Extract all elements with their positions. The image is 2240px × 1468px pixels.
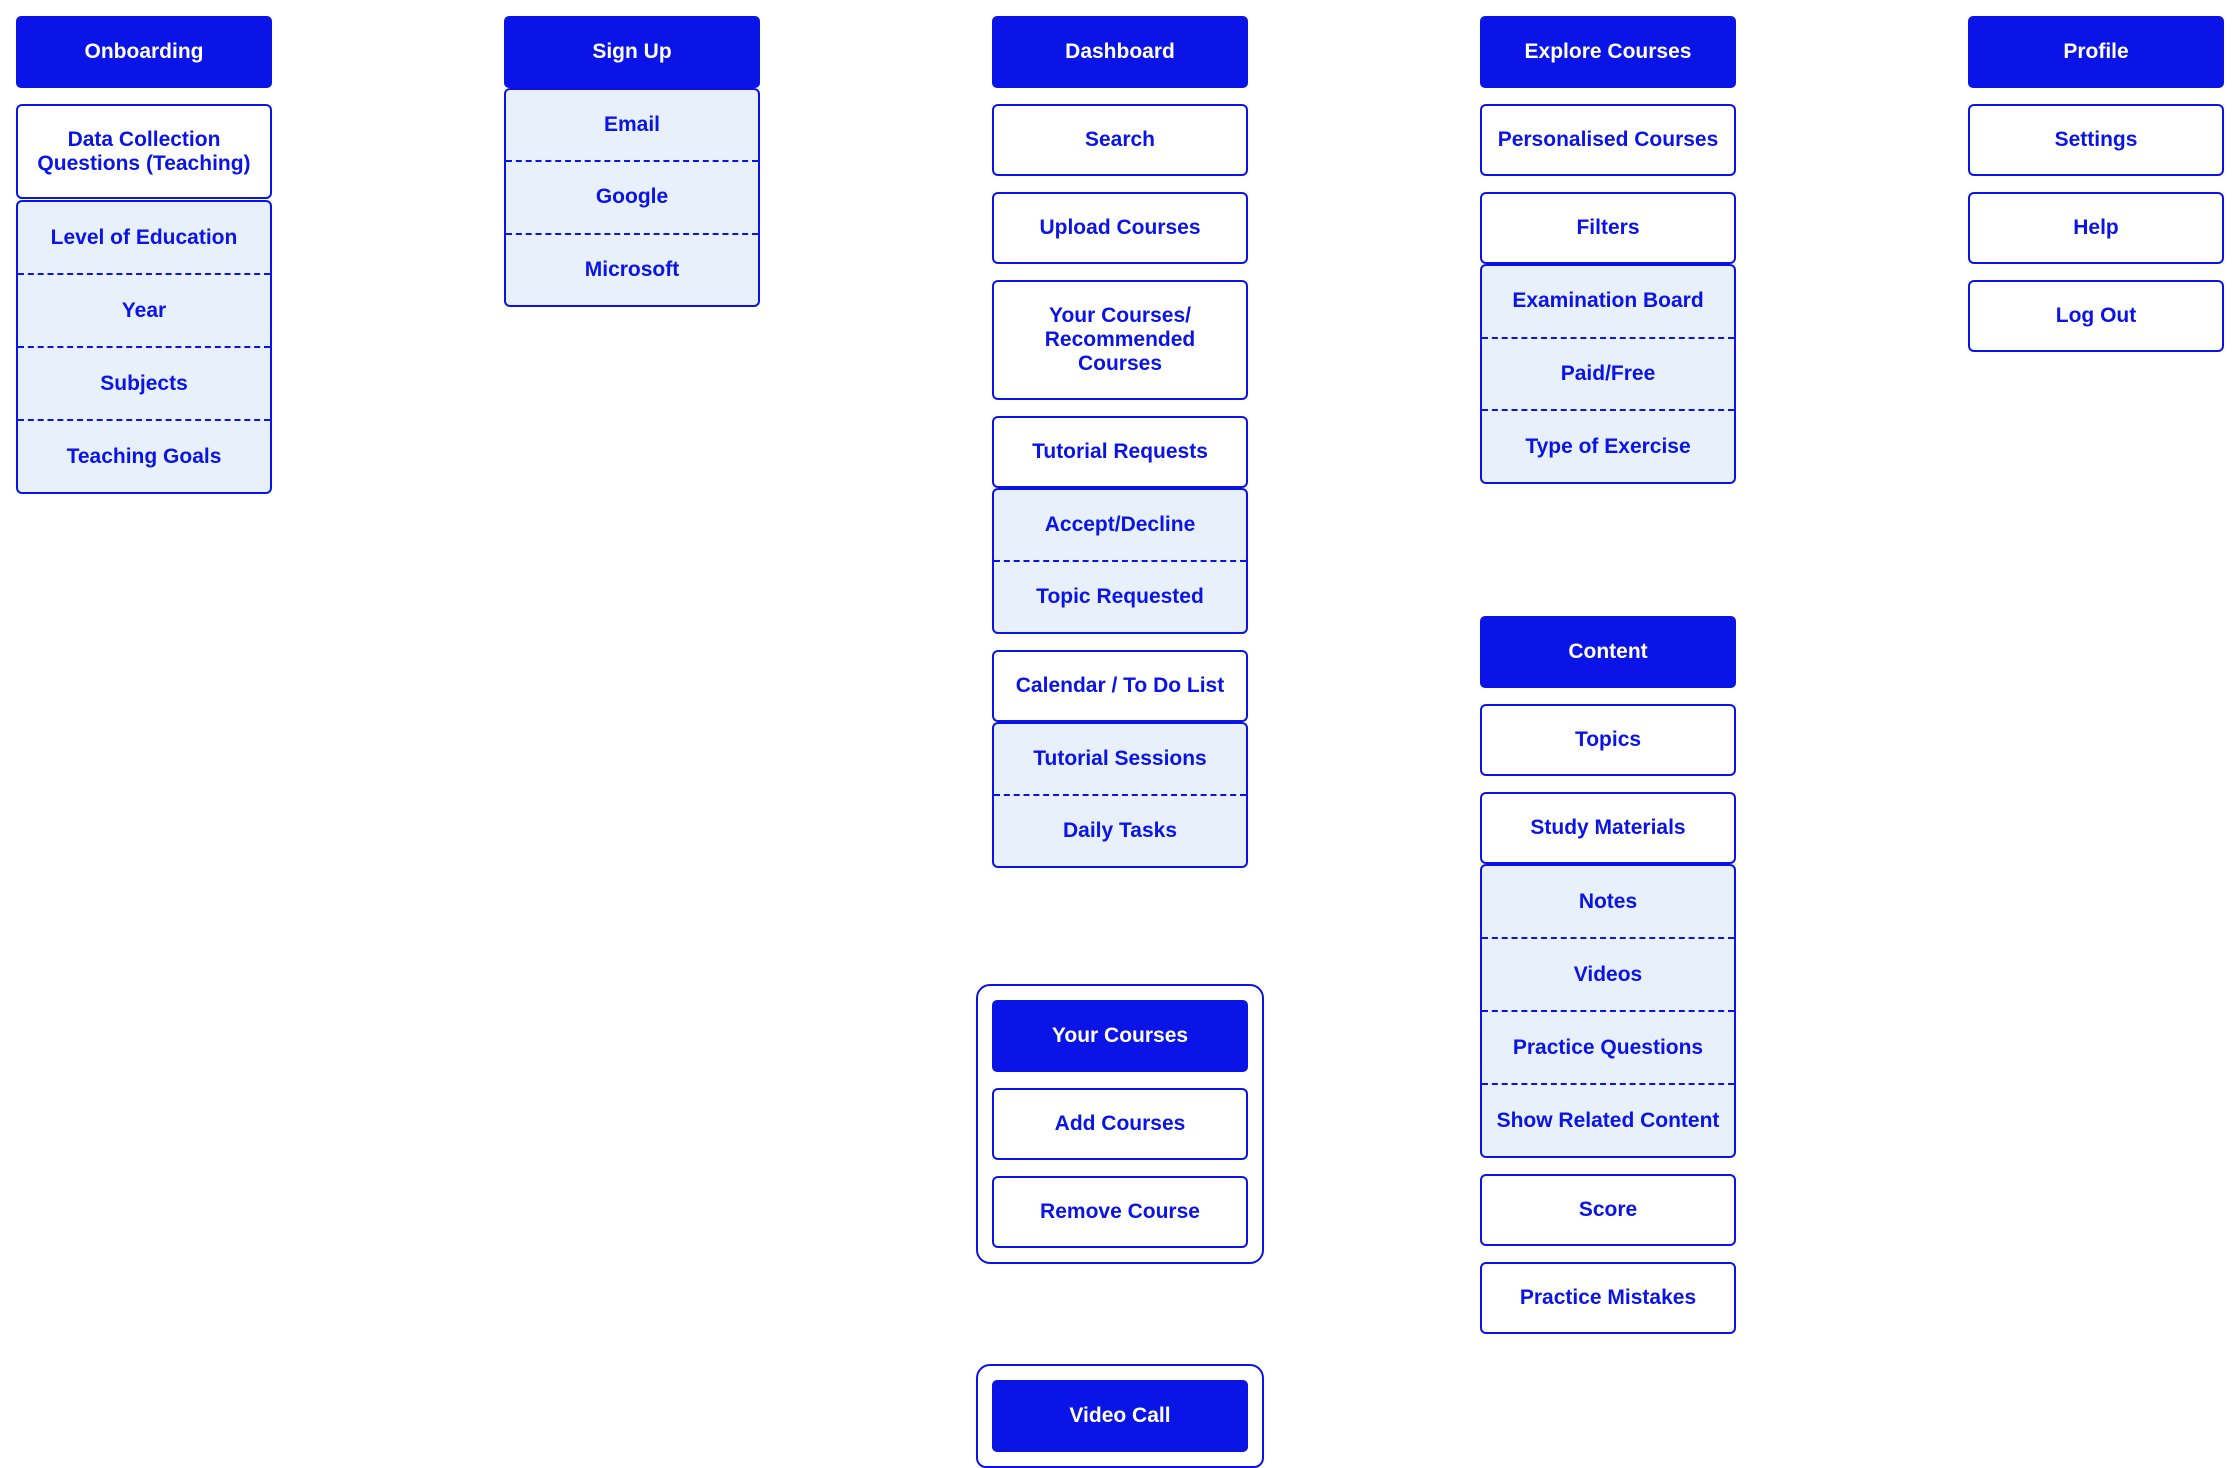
video-call-panel bbox=[976, 1364, 1264, 1468]
year-item[interactable]: Year bbox=[18, 273, 270, 346]
filters-node[interactable]: Filters bbox=[1480, 192, 1736, 264]
paid-free-item[interactable]: Paid/Free bbox=[1482, 336, 1734, 410]
teaching-goals-item[interactable]: Teaching Goals bbox=[18, 419, 270, 492]
tutorial-sessions-item[interactable]: Tutorial Sessions bbox=[1033, 747, 1207, 770]
calendar-todo-node[interactable]: Calendar / To Do List bbox=[992, 650, 1248, 722]
content-header[interactable]: Content bbox=[1480, 616, 1736, 688]
remove-course-node[interactable]: Remove Course bbox=[992, 1176, 1248, 1248]
notes-item[interactable]: Notes bbox=[1578, 889, 1638, 913]
daily-tasks-item[interactable]: Daily Tasks bbox=[994, 794, 1246, 866]
examination-board-item[interactable]: Examination Board bbox=[1512, 289, 1704, 313]
videos-item[interactable]: Videos bbox=[1482, 937, 1734, 1010]
your-courses-panel bbox=[976, 984, 1264, 1264]
calendar-group: Tutorial Sessions Daily Tasks bbox=[992, 722, 1248, 868]
subjects-item[interactable]: Subjects bbox=[18, 346, 270, 419]
search-node[interactable]: Search bbox=[992, 104, 1248, 176]
accept-decline-item[interactable]: Accept/Decline bbox=[1044, 513, 1196, 536]
log-out-node[interactable]: Log Out bbox=[1968, 280, 2224, 352]
your-courses-recommended-node[interactable]: Your Courses/ Recommended Courses bbox=[992, 280, 1248, 400]
explore-courses-header[interactable]: Explore Courses bbox=[1480, 16, 1736, 88]
your-courses-header[interactable]: Your Courses bbox=[992, 1000, 1248, 1072]
onboarding-questions-group: Level of Education Year Subjects Teachin… bbox=[16, 200, 272, 494]
google-item[interactable]: Google bbox=[506, 160, 758, 232]
topics-node[interactable]: Topics bbox=[1480, 704, 1736, 776]
score-node[interactable]: Score bbox=[1480, 1174, 1736, 1246]
topic-requested-item[interactable]: Topic Requested bbox=[994, 560, 1246, 632]
personalised-courses-node[interactable]: Personalised Courses bbox=[1480, 104, 1736, 176]
practice-mistakes-node[interactable]: Practice Mistakes bbox=[1480, 1262, 1736, 1334]
study-materials-node[interactable]: Study Materials bbox=[1480, 792, 1736, 864]
microsoft-item[interactable]: Microsoft bbox=[506, 232, 758, 305]
study-materials-group: Notes Videos Practice Questions Show Rel… bbox=[1480, 864, 1736, 1158]
practice-questions-item[interactable]: Practice Questions bbox=[1482, 1010, 1734, 1083]
data-collection-questions-node[interactable]: Data Collection Questions (Teaching) bbox=[16, 104, 272, 199]
video-call-header[interactable]: Video Call bbox=[992, 1380, 1248, 1452]
profile-header[interactable]: Profile bbox=[1968, 16, 2224, 88]
dashboard-header[interactable]: Dashboard bbox=[992, 16, 1248, 88]
filters-group: Examination Board Paid/Free Type of Exer… bbox=[1480, 264, 1736, 484]
settings-node[interactable]: Settings bbox=[1968, 104, 2224, 176]
help-node[interactable]: Help bbox=[1968, 192, 2224, 264]
tutorial-requests-group: Accept/Decline Topic Requested bbox=[992, 488, 1248, 634]
type-of-exercise-item[interactable]: Type of Exercise bbox=[1482, 409, 1734, 482]
signup-header[interactable]: Sign Up bbox=[504, 16, 760, 88]
level-of-education-item[interactable]: Level of Education bbox=[50, 225, 238, 249]
tutorial-requests-node[interactable]: Tutorial Requests bbox=[992, 416, 1248, 488]
signup-methods-group: Email Google Microsoft bbox=[504, 88, 760, 307]
email-item[interactable]: Email bbox=[603, 113, 661, 137]
upload-courses-node[interactable]: Upload Courses bbox=[992, 192, 1248, 264]
onboarding-header[interactable]: Onboarding bbox=[16, 16, 272, 88]
add-courses-node[interactable]: Add Courses bbox=[992, 1088, 1248, 1160]
show-related-content-item[interactable]: Show Related Content bbox=[1482, 1083, 1734, 1156]
